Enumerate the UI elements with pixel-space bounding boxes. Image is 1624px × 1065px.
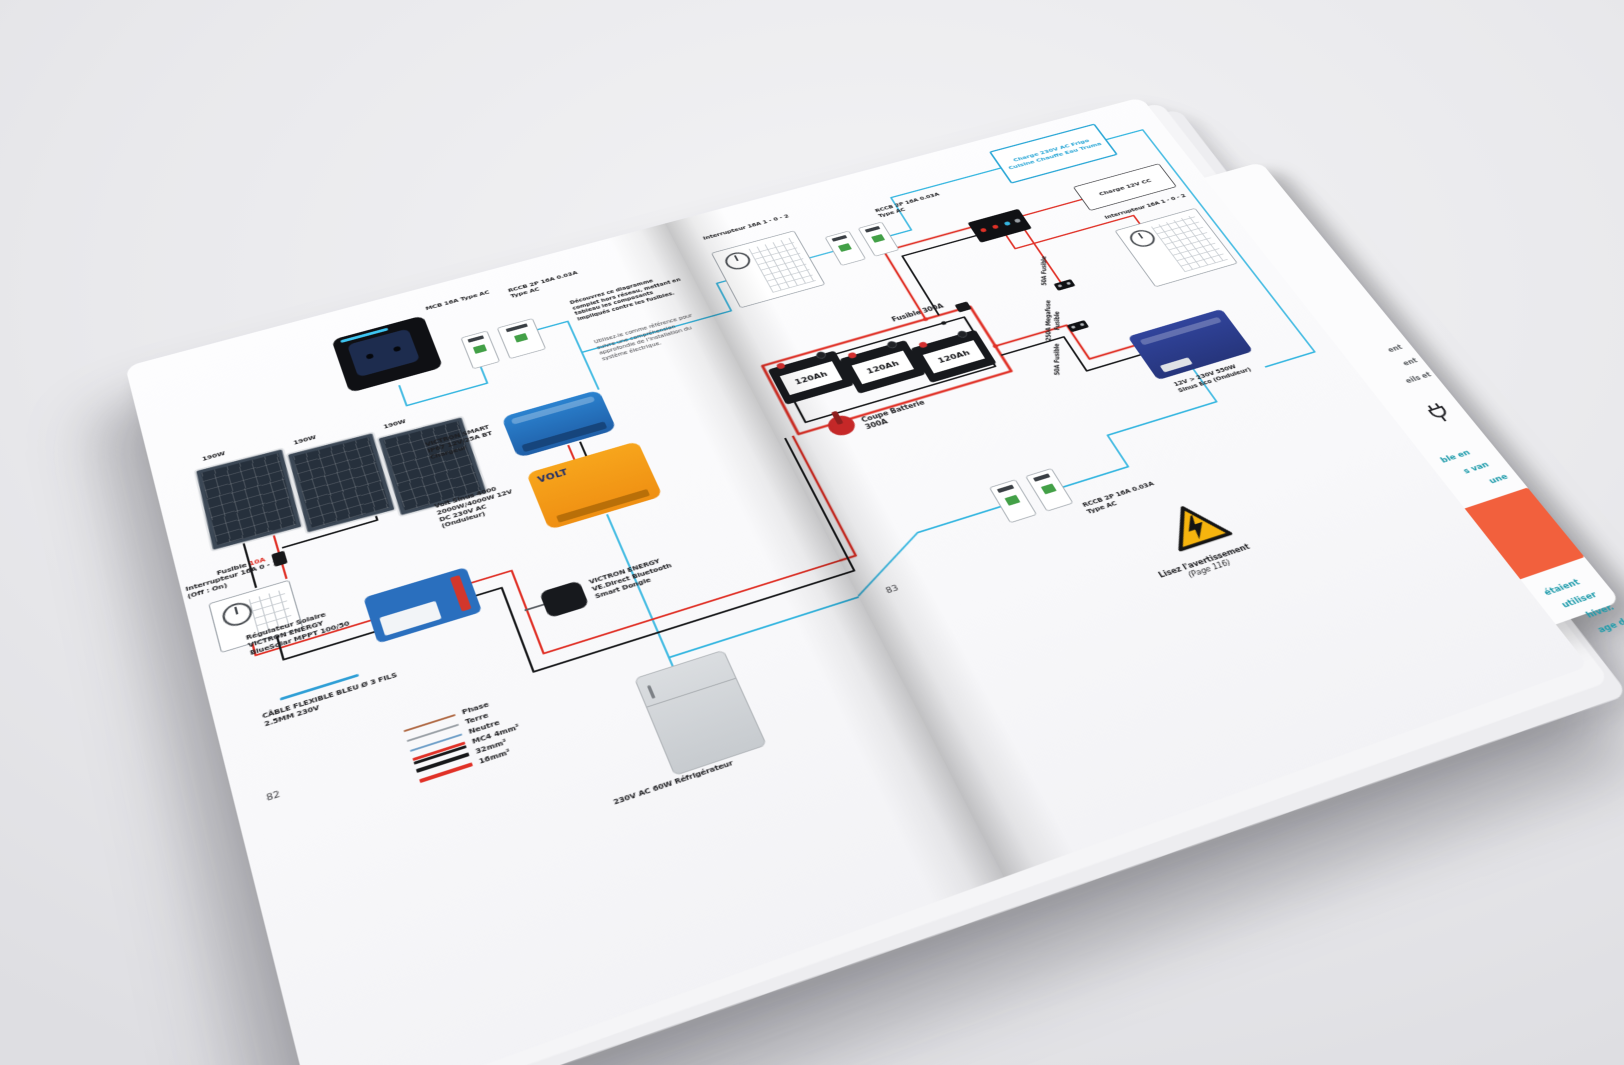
next-page-text-fragment: étaient (1542, 577, 1583, 598)
page-83: Interrupteur 16A 1 - 0 - 2 RCCB 2P 16A 0… (664, 96, 1589, 877)
plug-icon (1420, 400, 1457, 425)
next-page-text-fragment: age de (1595, 615, 1624, 635)
next-page-text-fragment: ent (1386, 343, 1404, 354)
battery-3-label: 120Ah (922, 339, 985, 373)
socket-face (347, 327, 421, 377)
next-page-text-fragment: utiliser (1559, 590, 1600, 610)
next-page-text-fragment: ent (1401, 356, 1420, 367)
busbar-terminal-gray (1013, 217, 1022, 223)
next-page-text-fragment: s van (1461, 460, 1492, 476)
next-page-text-fragment: une (1487, 472, 1511, 486)
wiring-left (125, 223, 1004, 1065)
page-82: MCB 16A Type AC RCCB 2P 16A 0.03A Type A… (125, 223, 1004, 1065)
busbar-terminal-red (979, 227, 988, 233)
next-page-text-fragment: hiver. (1584, 602, 1617, 620)
open-book: ent ent eils et ble en s van une étaient… (125, 96, 1624, 1065)
fuse-50b-label: 50A Fusible (1052, 342, 1062, 375)
next-page-text-fragment: ble en (1439, 448, 1473, 465)
warning-icon (1154, 496, 1235, 553)
inverter-outlet (1159, 357, 1194, 373)
volt-brand-logo: VOLT (536, 467, 570, 485)
next-page-text-fragment: eils et (1403, 370, 1433, 385)
busbar-terminal-blue (1003, 220, 1012, 226)
battery-1-label: 120Ah (779, 360, 843, 395)
busbar-terminal-red2 (991, 223, 1000, 229)
fuse-50a-label: 50A Fusible (1040, 255, 1049, 286)
battery-2-label: 120Ah (851, 350, 915, 384)
rotary-dial-icon (721, 249, 754, 272)
